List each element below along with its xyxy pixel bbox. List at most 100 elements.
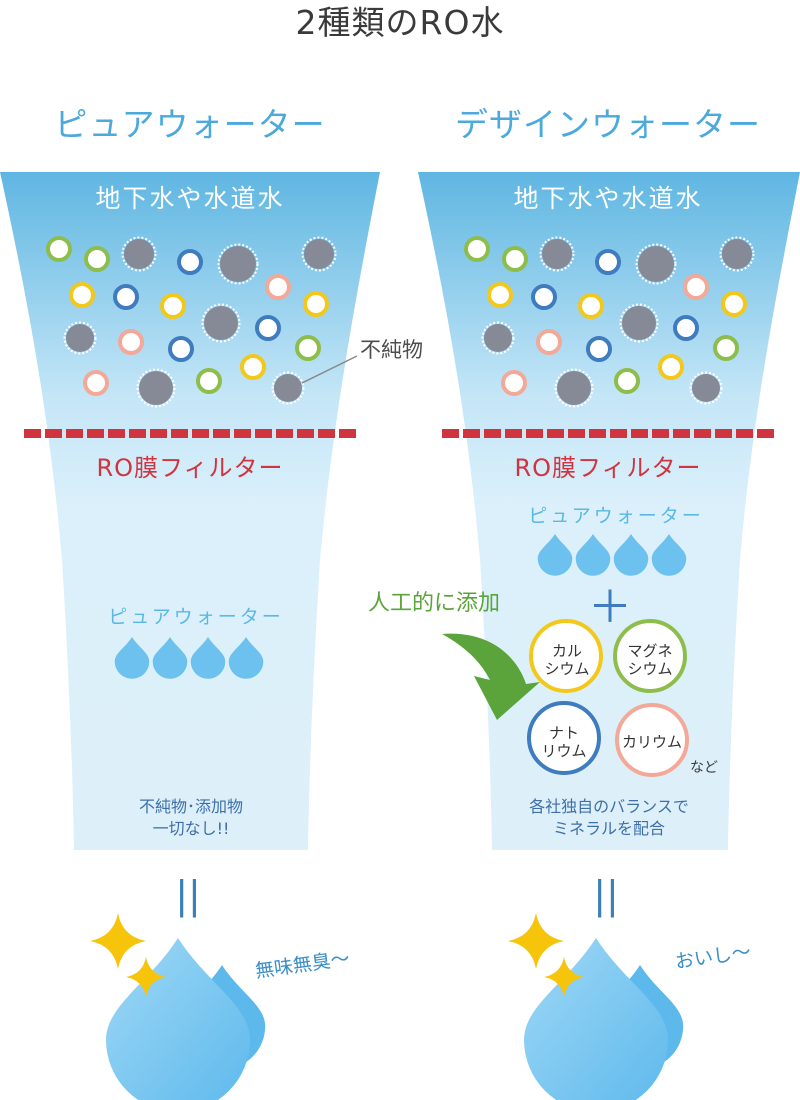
- impurity-particle: [301, 236, 337, 272]
- filter-segment: [547, 429, 564, 438]
- result-drops: [106, 938, 684, 1100]
- design-base-label: ピュアウォーター: [528, 505, 704, 527]
- impurity-particle: [578, 293, 604, 319]
- impurity-particle: [196, 368, 222, 394]
- sparkle-icon: [126, 957, 166, 997]
- design-water-heading: デザインウォーター: [455, 105, 761, 144]
- impurity-particle: [139, 371, 173, 405]
- impurity-particle: [692, 374, 720, 402]
- water-drop-icon: [152, 637, 188, 679]
- impurity-particle: [204, 306, 238, 340]
- filter-segment: [694, 429, 711, 438]
- filter-segment: [484, 429, 501, 438]
- impurity-particle: [481, 321, 515, 355]
- impurity-particle: [557, 371, 591, 405]
- ro-membrane-filters: [24, 429, 774, 438]
- water-drop-icon: [537, 534, 573, 576]
- impurity-particle: [622, 306, 656, 340]
- impurity-particle: [160, 293, 186, 319]
- filter-segment: [297, 429, 314, 438]
- water-drop-icon: [190, 637, 226, 679]
- impurity-particle: [487, 282, 513, 308]
- page-title: 2種類のRO水: [295, 3, 505, 42]
- impurity-pointer-line: [301, 355, 358, 384]
- pure-result-label: ピュアウォーター: [108, 606, 284, 628]
- sparkle-icon: [90, 913, 146, 969]
- filter-segment: [171, 429, 188, 438]
- impurity-particle: [539, 236, 575, 272]
- sparkle-icons: [90, 913, 584, 997]
- filter-segment: [568, 429, 585, 438]
- impurity-particle: [303, 291, 329, 317]
- impurity-particle: [255, 315, 281, 341]
- impurity-particle: [595, 249, 621, 275]
- impurity-particle: [201, 303, 241, 343]
- mineral-circle: [529, 619, 603, 693]
- filter-segment: [24, 429, 41, 438]
- sparkle-icon: [544, 957, 584, 997]
- pure-equals: ||: [175, 873, 201, 917]
- filter-segment: [505, 429, 522, 438]
- impurity-particle: [66, 324, 94, 352]
- filter-segment: [318, 429, 335, 438]
- mineral-calcium: カル シウム: [544, 642, 590, 678]
- mineral-circle: [613, 619, 687, 693]
- impurity-particle: [83, 370, 109, 396]
- impurity-particle: [121, 236, 157, 272]
- filter-segment: [192, 429, 209, 438]
- impurity-particle: [502, 246, 528, 272]
- filter-segment: [736, 429, 753, 438]
- impurity-particle: [124, 239, 154, 269]
- impurity-particle: [265, 274, 291, 300]
- impurity-particle: [304, 239, 334, 269]
- filter-segment: [276, 429, 293, 438]
- filter-segment: [673, 429, 690, 438]
- etc-label: など: [690, 760, 718, 776]
- impurity-particle: [638, 246, 674, 282]
- filter-segment: [442, 429, 459, 438]
- impurity-particle: [136, 368, 176, 408]
- impurity-particle: [673, 315, 699, 341]
- filter-segment: [66, 429, 83, 438]
- impurity-particle: [113, 284, 139, 310]
- filter-segment: [652, 429, 669, 438]
- filter-segment: [87, 429, 104, 438]
- pure-note: 不純物･添加物 一切なし!!: [138, 797, 244, 838]
- filter-segment: [213, 429, 230, 438]
- water-drop-icon: [228, 637, 264, 679]
- filter-segment: [129, 429, 146, 438]
- sparkle-icon: [508, 913, 564, 969]
- pure-filter-label: RO膜フィルター: [96, 454, 284, 482]
- design-source-label: 地下水や水道水: [513, 184, 703, 213]
- filter-segment: [757, 429, 774, 438]
- impurity-particle: [614, 368, 640, 394]
- impurity-particle: [240, 354, 266, 380]
- pure-water-heading: ピュアウォーター: [54, 105, 326, 144]
- water-drop-icon: [106, 938, 250, 1100]
- impurity-particle: [721, 291, 747, 317]
- plus-sign: ＋: [588, 582, 632, 633]
- design-equals: ||: [593, 873, 619, 917]
- mineral-sodium: ナト リウム: [541, 724, 587, 760]
- impurity-particle: [536, 329, 562, 355]
- impurity-particle: [635, 243, 677, 285]
- water-drop-icon: [613, 534, 649, 576]
- impurity-particle: [542, 239, 572, 269]
- impurity-particle: [713, 335, 739, 361]
- filter-segment: [715, 429, 732, 438]
- pure-funnel: [0, 172, 380, 850]
- pure-water-drops: [114, 534, 687, 679]
- impurity-particle: [217, 243, 259, 285]
- impurity-particle: [689, 371, 723, 405]
- filter-segment: [610, 429, 627, 438]
- impurity-particle: [84, 246, 110, 272]
- design-note: 各社独自のバランスで ミネラルを配合: [529, 797, 689, 838]
- filter-segment: [234, 429, 251, 438]
- filter-segment: [150, 429, 167, 438]
- pure-source-label: 地下水や水道水: [95, 184, 285, 213]
- impurity-particle: [484, 324, 512, 352]
- impurity-particle: [531, 284, 557, 310]
- water-drop-icon: [651, 534, 687, 576]
